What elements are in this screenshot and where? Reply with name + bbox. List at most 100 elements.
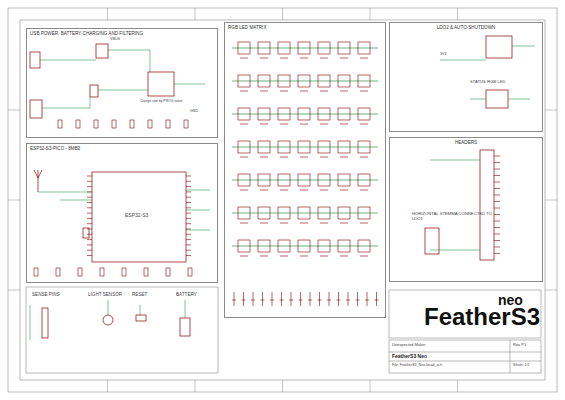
header-pin — [494, 247, 500, 248]
rgb-led-symbol — [278, 42, 290, 54]
rgb-led-symbol — [338, 75, 350, 87]
capacitor-symbol — [318, 292, 322, 306]
led-pin — [260, 157, 268, 158]
section-heading: USB POWER, BATTERY CHARGING AND FILTERIN… — [27, 29, 217, 38]
section-heading: LDO2 & AUTO-SHUTDOWN — [390, 23, 542, 32]
led-pin — [240, 157, 248, 158]
rgb-led-symbol — [338, 240, 350, 252]
resistor-symbol — [56, 268, 60, 276]
resistor-symbol — [184, 120, 188, 128]
chip-pin — [87, 239, 92, 240]
chip-pin — [186, 186, 191, 187]
chip-pin — [186, 207, 191, 208]
led-pin — [320, 157, 328, 158]
resistor-symbol — [166, 120, 170, 128]
rgb-led-symbol — [278, 141, 290, 153]
resistor-symbol — [122, 268, 126, 276]
rgb-led-symbol — [318, 141, 330, 153]
frame-tick — [195, 380, 196, 392]
matrix-wire — [232, 114, 378, 115]
sheet-number: Sheet: 1/1 — [513, 364, 529, 368]
led-pin — [280, 124, 288, 125]
header-pin — [494, 156, 500, 157]
header-pin — [494, 188, 500, 189]
frame-tick — [457, 380, 458, 392]
rgb-led-symbol — [338, 207, 350, 219]
section-heading: STATUS RGB LED — [470, 80, 505, 85]
chip-pin — [87, 244, 92, 245]
led-pin — [300, 223, 308, 224]
chip-pin — [186, 223, 191, 224]
rgb-led-symbol — [358, 108, 370, 120]
capacitor-symbol — [289, 292, 293, 306]
revision: Rev P1 — [513, 343, 526, 347]
chip-pin — [87, 223, 92, 224]
chip-pin — [87, 202, 92, 203]
matrix-wire — [232, 213, 378, 214]
chip-pin — [186, 197, 191, 198]
capacitor-symbol — [356, 292, 360, 306]
net-label: VBUS — [110, 38, 120, 42]
rgb-led-symbol — [258, 174, 270, 186]
header-pin — [494, 201, 500, 202]
net-label: 3V3 — [440, 53, 446, 57]
section-heading: LIGHT SENSOR — [88, 292, 122, 297]
led-pin — [280, 58, 288, 59]
resistor-symbol — [58, 120, 62, 128]
header-pin — [494, 240, 500, 241]
chip-pin — [87, 176, 92, 177]
led-pin — [300, 157, 308, 158]
capacitor-symbol — [270, 292, 274, 306]
chip-pin — [186, 255, 191, 256]
part-name: ESP32-S3 — [125, 213, 148, 219]
chip-pin — [87, 186, 92, 187]
led-pin — [260, 256, 268, 257]
capacitor-symbol — [280, 292, 284, 306]
file-name: File: FeatherS3_Neo.kicad_sch — [392, 364, 442, 368]
chip-pin — [87, 255, 92, 256]
led-pin — [300, 124, 308, 125]
chip-pin — [87, 250, 92, 251]
header-pin — [494, 175, 500, 176]
frame-tick — [282, 380, 283, 392]
led-pin — [340, 124, 348, 125]
rgb-led-symbol — [338, 141, 350, 153]
rgb-led-symbol — [298, 174, 310, 186]
rgb-led-symbol — [318, 42, 330, 54]
frame-tick — [545, 290, 557, 291]
rgb-led-symbol — [298, 75, 310, 87]
led-pin — [320, 58, 328, 59]
led-pin — [280, 223, 288, 224]
led-pin — [300, 190, 308, 191]
rgb-led-symbol — [358, 207, 370, 219]
led-pin — [320, 190, 328, 191]
rgb-led-symbol — [358, 75, 370, 87]
led-pin — [240, 58, 248, 59]
chip-pin — [186, 218, 191, 219]
led-pin — [260, 190, 268, 191]
rgb-led-symbol — [338, 108, 350, 120]
rgb-led-symbol — [358, 174, 370, 186]
capacitor-symbol — [337, 292, 341, 306]
rgb-led-symbol — [278, 240, 290, 252]
section-heading: SENSE PINS — [32, 292, 60, 297]
led-pin — [260, 58, 268, 59]
section-heading: HEADERS — [390, 138, 542, 147]
header-pin — [494, 162, 500, 163]
chip-pin — [186, 244, 191, 245]
chip-pin — [186, 213, 191, 214]
rgb-led-symbol — [318, 174, 330, 186]
chip-pin — [87, 213, 92, 214]
chip-pin — [87, 234, 92, 235]
header-pin — [494, 169, 500, 170]
capacitor-symbol — [365, 292, 369, 306]
header-pin — [494, 214, 500, 215]
rgb-led-symbol — [298, 207, 310, 219]
led-pin — [340, 223, 348, 224]
chip-pin — [186, 191, 191, 192]
led-pin — [240, 256, 248, 257]
led-pin — [340, 256, 348, 257]
capacitor-symbol — [327, 292, 331, 306]
rgb-led-symbol — [278, 207, 290, 219]
section-heading: BATTERY — [176, 292, 197, 297]
